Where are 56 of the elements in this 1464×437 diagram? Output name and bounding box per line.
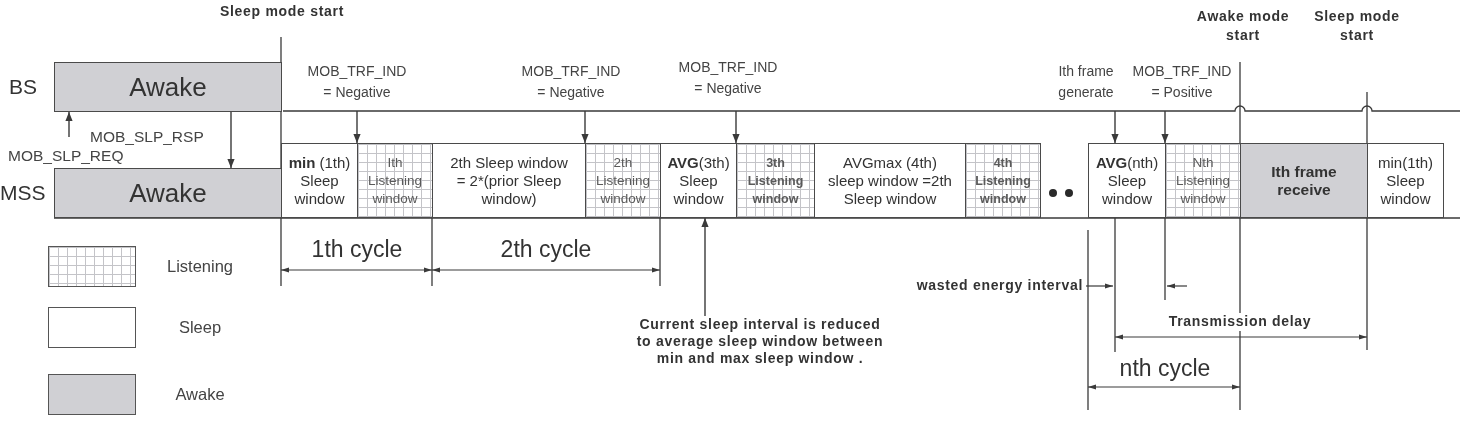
mode-start-heading: Sleep mode start	[220, 3, 344, 21]
awake-state-box	[1240, 143, 1368, 218]
legend-label: Listening	[166, 256, 234, 277]
window-label: AVG(3th) Sleep window	[666, 153, 731, 208]
mode-start-heading: Awake mode start	[1195, 7, 1291, 45]
legend-label: Awake	[175, 384, 225, 405]
sleep-window-box	[814, 143, 966, 218]
interval-label: wasted energy interval	[916, 277, 1083, 295]
row-label: BS	[9, 74, 37, 100]
leader-arrow	[701, 217, 709, 317]
window-label: AVG(nth) Sleep window	[1094, 153, 1160, 208]
sleep-window-box	[1088, 143, 1166, 218]
window-label: 2th Listening window	[594, 153, 651, 208]
window-label: 4th Listening window	[974, 154, 1032, 208]
sleep-window-box	[1367, 143, 1444, 218]
message-arrow	[1161, 110, 1169, 144]
sleep-window-box	[281, 143, 358, 218]
awake-state-box	[54, 168, 282, 218]
sleep-window-box	[660, 143, 737, 218]
message-arrow	[732, 110, 740, 144]
note-text: Current sleep interval is reduced to average sleep window between min and max sleep window .	[632, 316, 888, 367]
message-arrow	[227, 111, 235, 169]
listening-window-box	[736, 143, 815, 218]
listening-window-box	[357, 143, 433, 218]
window-label: 2th Sleep window = 2*(prior Sleep window)	[449, 153, 569, 208]
cycle-label: 2th cycle	[500, 235, 592, 264]
message-label: MOB_TRF_IND = Negative	[306, 62, 408, 102]
window-label: min (1th) Sleep window	[287, 153, 352, 208]
message-label: Ith frame generate	[1057, 62, 1115, 102]
legend-label: Sleep	[178, 317, 222, 338]
cycle-label: nth cycle	[1119, 354, 1211, 383]
state-label: Awake	[129, 178, 207, 208]
message-label: MOB_TRF_IND = Positive	[1131, 62, 1233, 102]
message-arrow	[353, 110, 361, 144]
window-label: Ith Listening window	[366, 153, 423, 208]
mode-start-heading: Sleep mode start	[1313, 7, 1401, 45]
state-label: Awake	[129, 72, 207, 102]
message-arrow	[65, 111, 73, 138]
listening-window-box	[585, 143, 661, 218]
listening-window-box	[965, 143, 1041, 218]
message-label: MOB_SLP_REQ	[8, 147, 124, 165]
cycle-label: 1th cycle	[311, 235, 403, 264]
message-label: MOB_TRF_IND = Negative	[677, 58, 779, 98]
awake-state-box	[54, 62, 282, 112]
window-label: AVGmax (4th) sleep window =2th Sleep window	[827, 153, 953, 208]
message-arrow	[1111, 110, 1119, 144]
window-label: Nth Listening window	[1174, 153, 1231, 208]
window-label: min(1th) Sleep window	[1377, 153, 1434, 208]
sleep-window-box	[432, 143, 586, 218]
listening-window-box	[1165, 143, 1241, 218]
state-label: Ith frame receive	[1270, 162, 1338, 199]
window-label: 3th Listening window	[746, 154, 805, 208]
message-label: MOB_SLP_RSP	[90, 128, 204, 146]
row-label: MSS	[0, 180, 46, 206]
message-label: MOB_TRF_IND = Negative	[520, 62, 622, 102]
message-arrow	[581, 110, 589, 144]
